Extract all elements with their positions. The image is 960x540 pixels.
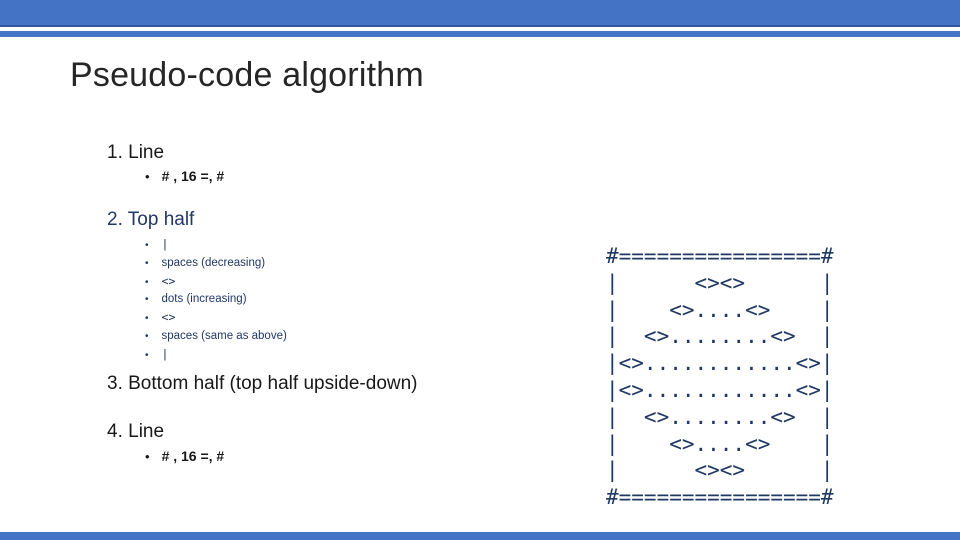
top-accent-bar [0, 0, 960, 25]
ascii-art-output: #================# | <><> | | <>....<> |… [606, 244, 834, 510]
bullet-text: # , 16 =, # [161, 448, 225, 464]
list-item: • <> [145, 273, 287, 292]
bullet-icon: • [145, 257, 149, 269]
list-item: • spaces (same as above) [145, 328, 287, 346]
bullet-icon: • [145, 294, 149, 306]
section-heading-line-4: 4. Line [107, 421, 165, 442]
list-item: • # , 16 =, # [145, 447, 224, 466]
bullet-text: <> [161, 310, 176, 325]
list-item: •| [145, 236, 287, 255]
list-item: • # , 16 =, # [145, 167, 224, 186]
section-heading-line-1: 1. Line [107, 142, 165, 163]
bullet-icon: • [145, 313, 149, 325]
list-item: • dots (increasing) [145, 291, 287, 309]
bullet-icon: • [145, 330, 149, 342]
bullet-icon: • [145, 276, 149, 288]
bullet-icon: • [145, 240, 149, 251]
bullet-icon: • [145, 349, 149, 361]
bullet-text: # , 16 =, # [161, 168, 225, 184]
bullet-text: spaces (decreasing) [161, 256, 266, 269]
section-2-bullet-list: •|•spaces (decreasing)•<>•dots (increasi… [145, 236, 287, 365]
bullet-text: spaces (same as above) [161, 329, 287, 342]
section-4-bullet-list: • # , 16 =, # [145, 447, 224, 466]
bullet-icon: • [145, 169, 150, 184]
bullet-text: dots (increasing) [161, 293, 247, 306]
section-heading-bottom-half: 3. Bottom half (top half upside-down) [107, 373, 418, 394]
top-accent-bar-edge [0, 25, 960, 27]
bullet-icon: • [145, 449, 150, 464]
bullet-text: | [161, 237, 169, 251]
list-item: •| [145, 346, 287, 365]
top-accent-stripe [0, 31, 960, 37]
list-item: • <> [145, 309, 287, 328]
section-1-bullet-list: • # , 16 =, # [145, 167, 224, 186]
bullet-text: | [161, 346, 169, 361]
list-item: • spaces (decreasing) [145, 255, 287, 273]
slide-title: Pseudo-code algorithm [70, 56, 424, 94]
bullet-text: <> [161, 273, 176, 288]
section-heading-top-half: 2. Top half [107, 209, 195, 230]
bottom-accent-bar [0, 532, 960, 540]
